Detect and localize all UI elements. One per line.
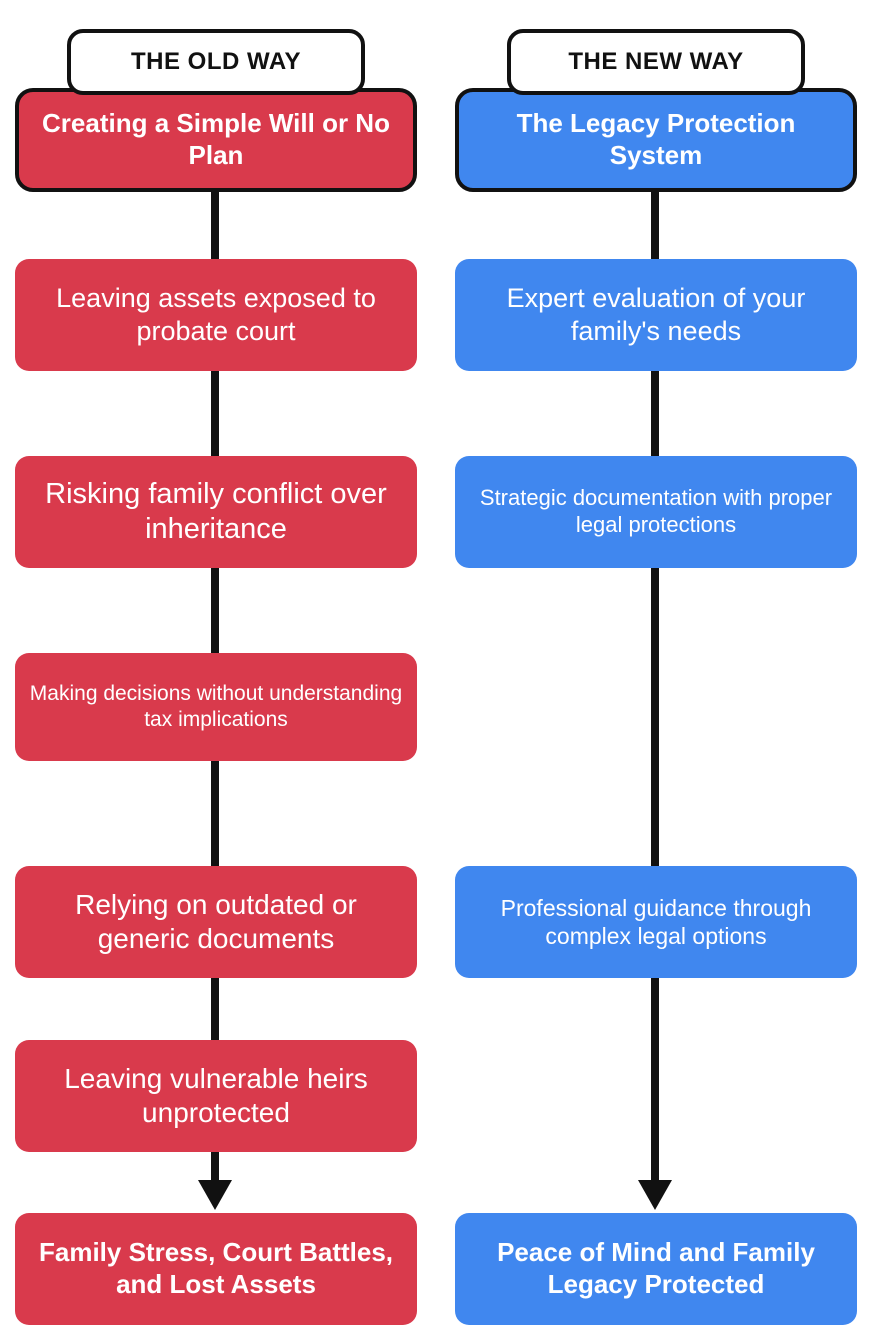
header-old-way: THE OLD WAY — [67, 29, 365, 95]
node-new-4[interactable]: Professional guidance through complex le… — [455, 866, 857, 978]
node-old-2-label: Leaving assets exposed to probate court — [56, 283, 376, 346]
node-old-1-label: Creating a Simple Will or No Plan — [42, 108, 390, 170]
node-old-2[interactable]: Leaving assets exposed to probate court — [15, 259, 417, 371]
arrow-head-new-way — [638, 1180, 672, 1210]
node-new-1-label: The Legacy Protection System — [516, 108, 796, 170]
node-old-3-label: Risking family conflict over inheritance — [45, 477, 387, 545]
node-new-3-label: Strategic documentation with proper lega… — [479, 485, 833, 537]
node-old-4[interactable]: Making decisions without understanding t… — [15, 653, 417, 761]
connector-line-new-way — [651, 180, 659, 1180]
header-new-way: THE NEW WAY — [507, 29, 805, 95]
node-new-4-label: Professional guidance through complex le… — [500, 894, 812, 949]
node-old-5[interactable]: Relying on outdated or generic documents — [15, 866, 417, 978]
node-new-5-label: Peace of Mind and Family Legacy Protecte… — [497, 1237, 815, 1299]
node-old-7[interactable]: Family Stress, Court Battles, and Lost A… — [15, 1213, 417, 1325]
node-new-3[interactable]: Strategic documentation with proper lega… — [455, 456, 857, 568]
header-old-way-label: THE OLD WAY — [131, 48, 301, 75]
node-new-2-label: Expert evaluation of your family's needs — [506, 283, 806, 346]
node-new-1[interactable]: The Legacy Protection System — [455, 88, 857, 192]
node-new-5[interactable]: Peace of Mind and Family Legacy Protecte… — [455, 1213, 857, 1325]
node-new-2[interactable]: Expert evaluation of your family's needs — [455, 259, 857, 371]
header-new-way-label: THE NEW WAY — [568, 48, 744, 75]
node-old-5-label: Relying on outdated or generic documents — [75, 888, 357, 954]
node-old-7-label: Family Stress, Court Battles, and Lost A… — [39, 1237, 393, 1299]
node-old-3[interactable]: Risking family conflict over inheritance — [15, 456, 417, 568]
node-old-6[interactable]: Leaving vulnerable heirs unprotected — [15, 1040, 417, 1152]
node-old-1[interactable]: Creating a Simple Will or No Plan — [15, 88, 417, 192]
arrow-head-old-way — [198, 1180, 232, 1210]
node-old-6-label: Leaving vulnerable heirs unprotected — [64, 1062, 368, 1128]
node-old-4-label: Making decisions without understanding t… — [29, 682, 403, 731]
